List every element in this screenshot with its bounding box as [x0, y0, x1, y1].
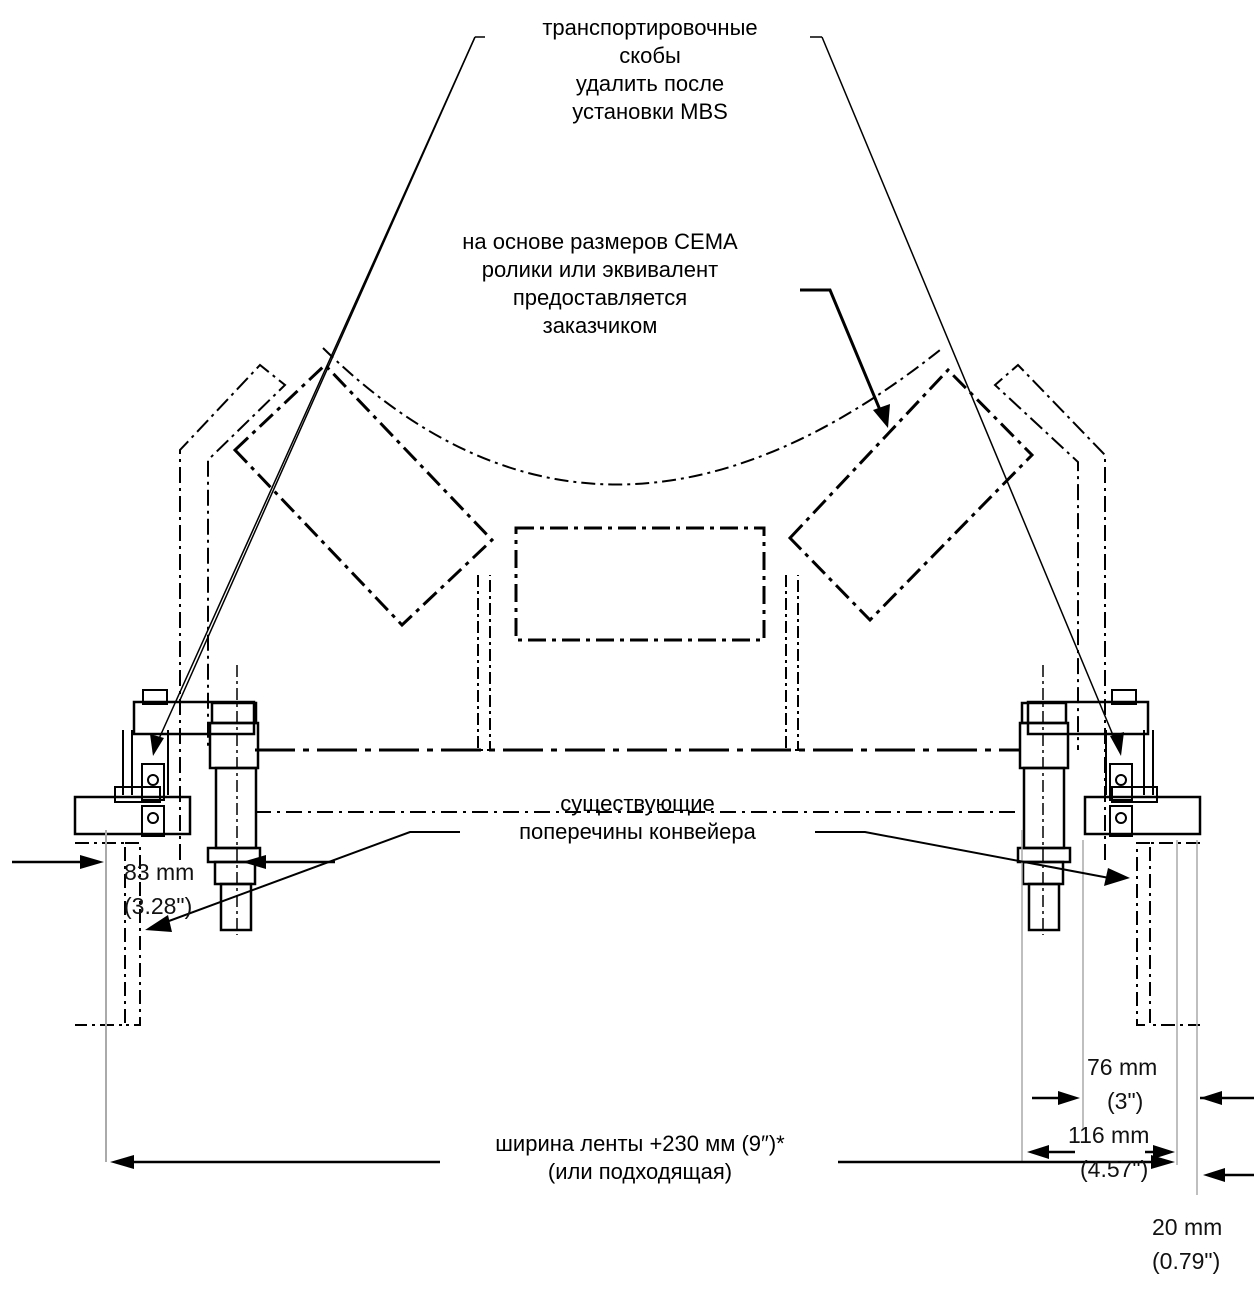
right-transport-clamp	[1109, 805, 1133, 837]
left-crossmember	[75, 842, 141, 1026]
left-wing-roll	[232, 362, 495, 628]
belt-trough-curve	[322, 347, 941, 486]
center-roll	[514, 526, 766, 642]
leader-cema	[800, 288, 887, 423]
belt-line-2: (или подходящая)	[547, 1159, 733, 1184]
right-crossmember	[1136, 842, 1200, 1026]
dimension-76mm: 76 mm (3")	[1087, 1050, 1157, 1118]
right-bolt-head	[1111, 689, 1137, 705]
belt-width-label: ширина ленты +230 мм (9″)* (или подходящ…	[440, 1130, 840, 1186]
left-side-block	[73, 795, 192, 836]
dim-83-mm: 83 mm	[124, 859, 195, 885]
dim-76-mm: 76 mm	[1087, 1054, 1158, 1080]
dim-20-mm: 20 mm	[1152, 1214, 1223, 1240]
right-wing-roll	[787, 367, 1035, 623]
right-side-block	[1083, 795, 1202, 836]
transport-line-1: транспортировочные	[542, 15, 758, 40]
dim-116-mm: 116 mm	[1068, 1122, 1150, 1148]
transport-line-2: скобы	[619, 43, 681, 68]
left-center-post	[477, 575, 491, 751]
belt-line-1: ширина ленты +230 мм (9″)*	[495, 1131, 785, 1156]
transport-line-4: установки MBS	[572, 99, 728, 124]
left-top-plate	[132, 700, 256, 736]
cema-line-4: заказчиком	[542, 313, 658, 338]
left-transport-clamp	[141, 805, 165, 837]
crossmembers-label: существующие поперечины конвейера	[460, 790, 815, 846]
left-stand	[179, 363, 287, 860]
crossmembers-line-2: поперечины конвейера	[519, 819, 756, 844]
transport-line-3: удалить после	[575, 71, 725, 96]
cema-line-1: на основе размеров CEMA	[462, 229, 738, 254]
dimension-83mm: 83 mm (3.28")	[124, 855, 194, 923]
leader-crossmember-right	[815, 831, 1121, 881]
arrowheads	[80, 404, 1225, 1182]
dim-76-in: (3")	[1107, 1088, 1144, 1114]
dim-20-in: (0.79")	[1152, 1248, 1221, 1274]
cema-label: на основе размеров CEMA ролики или эквив…	[420, 228, 780, 340]
dimension-116mm: 116 mm (4.57")	[1068, 1118, 1149, 1186]
dimension-20mm: 20 mm (0.79")	[1152, 1210, 1222, 1278]
dim-116-in: (4.57")	[1080, 1156, 1149, 1182]
right-top-plate	[1026, 700, 1150, 736]
crossmembers-line-1: существующие	[560, 791, 715, 816]
cema-line-2: ролики или эквивалент	[481, 257, 719, 282]
right-stand	[993, 363, 1106, 860]
right-center-post	[785, 575, 799, 751]
left-bolt-head	[142, 689, 168, 705]
transport-clamps-label: транспортировочные скобы удалить после у…	[490, 14, 810, 126]
cema-line-3: предоставляется	[512, 285, 688, 310]
dim-83-in: (3.28")	[124, 893, 193, 919]
leader-crossmember-left	[149, 831, 460, 929]
